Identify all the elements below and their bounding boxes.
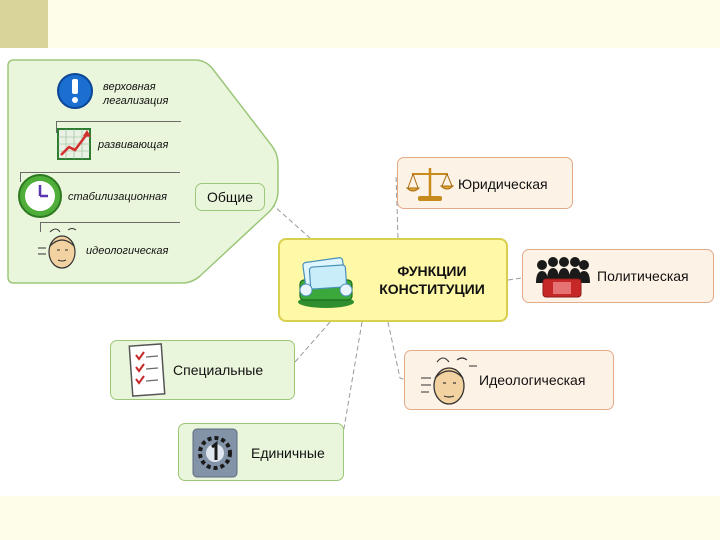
connector-ideological — [387, 321, 407, 381]
node-single[interactable]: Единичные — [178, 423, 344, 481]
top-corner-square — [0, 0, 48, 48]
node-single-label: Единичные — [251, 445, 325, 461]
general-item-label: стабилизационная — [68, 191, 168, 203]
top-band — [0, 0, 720, 48]
general-divider — [56, 121, 181, 122]
center-title-line1: ФУНКЦИИ — [397, 263, 467, 279]
connector-single — [341, 321, 363, 441]
node-legal[interactable]: Юридическая — [397, 157, 573, 209]
general-cluster-container — [7, 59, 279, 284]
general-item-label: развивающая — [98, 139, 169, 151]
center-title: ФУНКЦИИ КОНСТИТУЦИИ — [362, 262, 502, 298]
growth-chart-icon — [57, 128, 91, 160]
number-one-icon — [192, 428, 238, 478]
general-item-label: идеологическая — [86, 245, 169, 257]
checklist-icon — [128, 343, 166, 397]
general-divider — [40, 222, 180, 223]
node-political-label: Политическая — [597, 268, 689, 284]
scales-icon — [405, 168, 455, 201]
general-divider-tick — [56, 121, 57, 133]
node-general[interactable]: Общие — [195, 183, 265, 211]
general-divider-tick — [40, 222, 41, 232]
connector-political — [507, 277, 523, 281]
node-ideological[interactable]: Идеологическая — [404, 350, 614, 410]
center-title-line2: КОНСТИТУЦИИ — [379, 281, 485, 297]
thinking-head-icon — [421, 357, 477, 405]
general-item-ideological: идеологическая — [36, 226, 186, 276]
people-group-icon — [536, 257, 590, 298]
node-legal-label: Юридическая — [458, 176, 548, 192]
general-item-developing: развивающая — [56, 126, 186, 166]
node-political[interactable]: Политическая — [522, 249, 714, 303]
node-special-label: Специальные — [173, 362, 264, 378]
clock-icon — [18, 174, 62, 218]
general-item-label-line2: легализация — [103, 95, 169, 107]
node-ideological-label: Идеологическая — [479, 372, 586, 388]
general-item-label: верховная — [103, 81, 156, 93]
general-divider — [20, 172, 180, 173]
card-file-icon — [298, 257, 354, 308]
thinking-head-icon — [38, 228, 77, 269]
exclamation-icon — [57, 73, 93, 109]
center-node[interactable]: ФУНКЦИИ КОНСТИТУЦИИ — [278, 238, 508, 322]
general-divider-tick — [20, 172, 21, 182]
node-general-label: Общие — [206, 189, 254, 205]
general-item-stabilizing: стабилизационная — [16, 172, 186, 222]
connector-special — [294, 321, 331, 363]
general-item-supreme-legalization: верховная легализация — [55, 70, 185, 110]
bottom-band — [0, 496, 720, 540]
node-special[interactable]: Специальные — [110, 340, 295, 400]
